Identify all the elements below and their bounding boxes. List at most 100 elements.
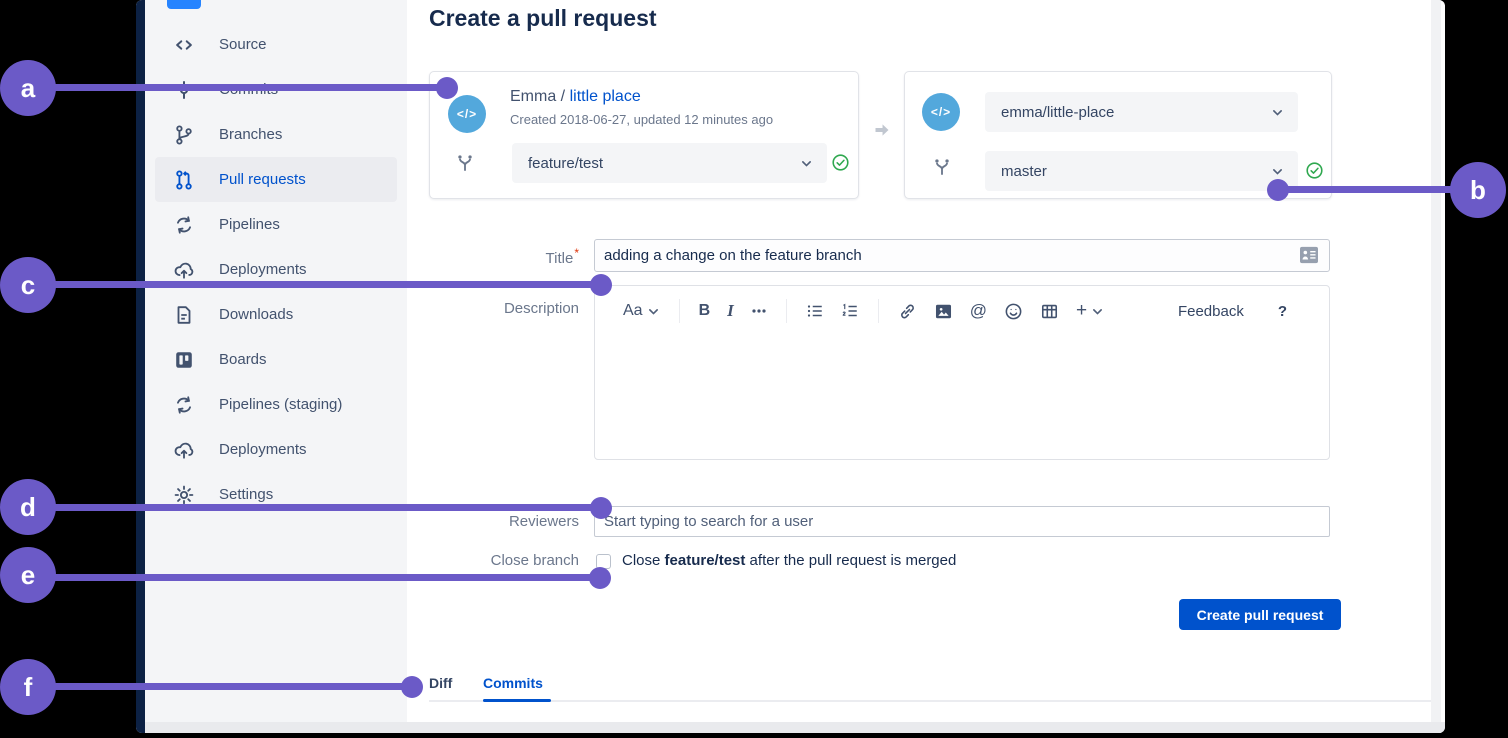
tab-diff[interactable]: Diff [429,675,453,691]
gear-icon [173,484,195,506]
help-button[interactable]: ? [1277,302,1287,320]
arrow-right-icon [875,124,889,136]
title-input[interactable] [594,239,1330,272]
sidebar-item-deployments[interactable]: Deployments [155,247,397,292]
destination-branch-card: </> emma/little-place master [904,71,1332,199]
sidebar-item-label: Source [219,36,267,53]
active-tab-indicator [483,699,551,702]
branch-icon [173,124,195,146]
contact-card-icon[interactable] [1299,246,1319,264]
branch-icon [935,159,949,175]
callout-b-dot [1267,179,1289,201]
callout-e-dot [589,567,611,589]
repo-name-link[interactable]: little place [569,88,641,105]
sidebar-item-label: Downloads [219,306,294,323]
workspace-logo[interactable] [167,0,201,9]
close-branch-label: Close branch [490,552,579,569]
callout-a-dot [436,77,458,99]
sidebar-item-source[interactable]: Source [155,22,397,67]
image-icon[interactable] [934,302,953,321]
close-branch-name: feature/test [664,552,746,569]
more-formatting-button[interactable] [751,303,767,319]
emoji-icon[interactable] [1004,302,1023,321]
callout-f: f [0,659,56,715]
branch-icon [458,155,472,171]
repo-separator: / [556,88,570,105]
selected-branch: feature/test [528,154,604,172]
repo-owner: Emma [510,88,557,105]
selected-branch: master [1001,162,1047,180]
repo-avatar: </> [448,95,486,133]
callout-d-line [40,504,601,511]
chevron-down-icon [800,157,813,170]
callout-a-line [40,84,447,91]
sidebar-item-boards[interactable]: Boards [155,337,397,382]
callout-a: a [0,60,56,116]
source-branch-card: </> Emma / little place Created 2018-06-… [429,71,859,199]
pipelines-icon [173,394,195,416]
tab-commits[interactable]: Commits [483,675,543,691]
callout-d: d [0,479,56,535]
destination-branch-select[interactable]: master [985,151,1298,191]
horizontal-scrollbar[interactable] [145,722,1445,733]
deployment-cloud-icon [173,439,195,461]
link-icon[interactable] [898,302,917,321]
table-icon[interactable] [1040,302,1059,321]
sidebar-item-label: Boards [219,351,267,368]
app-window: Source Commits Branches Pull requests [136,0,1445,733]
page-title: Create a pull request [429,5,657,31]
sidebar-item-label: Branches [219,126,283,143]
sidebar-item-pipelines-staging[interactable]: Pipelines (staging) [155,382,397,427]
bullet-list-icon[interactable] [806,302,824,320]
editor-toolbar: Aa B I @ + Feedback ? [595,286,1329,323]
insert-more-button[interactable]: + [1076,300,1104,322]
feedback-link[interactable]: Feedback [1177,302,1244,320]
branch-valid-check-icon [1306,162,1323,179]
reviewers-input[interactable] [594,506,1330,537]
sidebar-item-label: Pull requests [219,171,306,188]
create-pull-request-button[interactable]: Create pull request [1179,599,1341,630]
italic-button[interactable]: I [727,301,734,320]
sidebar-item-label: Deployments [219,441,307,458]
sidebar-item-label: Settings [219,486,274,503]
callout-f-line [40,683,412,690]
branch-valid-check-icon [832,154,849,171]
required-marker: * [574,246,579,260]
sidebar-item-label: Deployments [219,261,307,278]
sidebar-item-downloads[interactable]: Downloads [155,292,397,337]
text-style-button[interactable]: Aa [623,302,660,320]
chevron-down-icon [647,305,660,318]
vertical-scrollbar[interactable] [1431,0,1441,733]
downloads-icon [173,304,195,326]
boards-icon [173,349,195,371]
callout-c-line [40,281,601,288]
callout-e-line [40,574,600,581]
numbered-list-icon[interactable] [841,302,859,320]
sidebar-item-branches[interactable]: Branches [155,112,397,157]
sidebar-item-pipelines[interactable]: Pipelines [155,202,397,247]
repo-meta: Created 2018-06-27, updated 12 minutes a… [510,112,774,127]
source-branch-select[interactable]: feature/test [512,143,827,183]
bold-button[interactable]: B [698,302,711,319]
toolbar-divider [678,299,680,323]
description-editor[interactable]: Aa B I @ + Feedback ? [594,285,1330,460]
title-label: Title* [545,246,579,267]
tab-divider [429,700,1431,702]
chevron-down-icon [1271,165,1284,178]
description-label: Description [503,300,579,317]
chevron-down-icon [1091,305,1104,318]
callout-d-dot [590,497,612,519]
callout-c: c [0,257,56,313]
sidebar-item-label: Pipelines (staging) [219,396,343,413]
repo-avatar: </> [922,93,960,131]
callout-f-dot [401,676,423,698]
sidebar: Source Commits Branches Pull requests [145,0,407,733]
mention-icon[interactable]: @ [969,301,988,320]
sidebar-item-settings[interactable]: Settings [155,472,397,517]
close-branch-text: Close feature/test after the pull reques… [622,552,957,569]
sidebar-item-pull-requests[interactable]: Pull requests [155,157,397,202]
sidebar-item-deployments-2[interactable]: Deployments [155,427,397,472]
pull-request-icon [173,169,195,191]
pipelines-icon [173,214,195,236]
destination-repo-select[interactable]: emma/little-place [985,92,1298,132]
